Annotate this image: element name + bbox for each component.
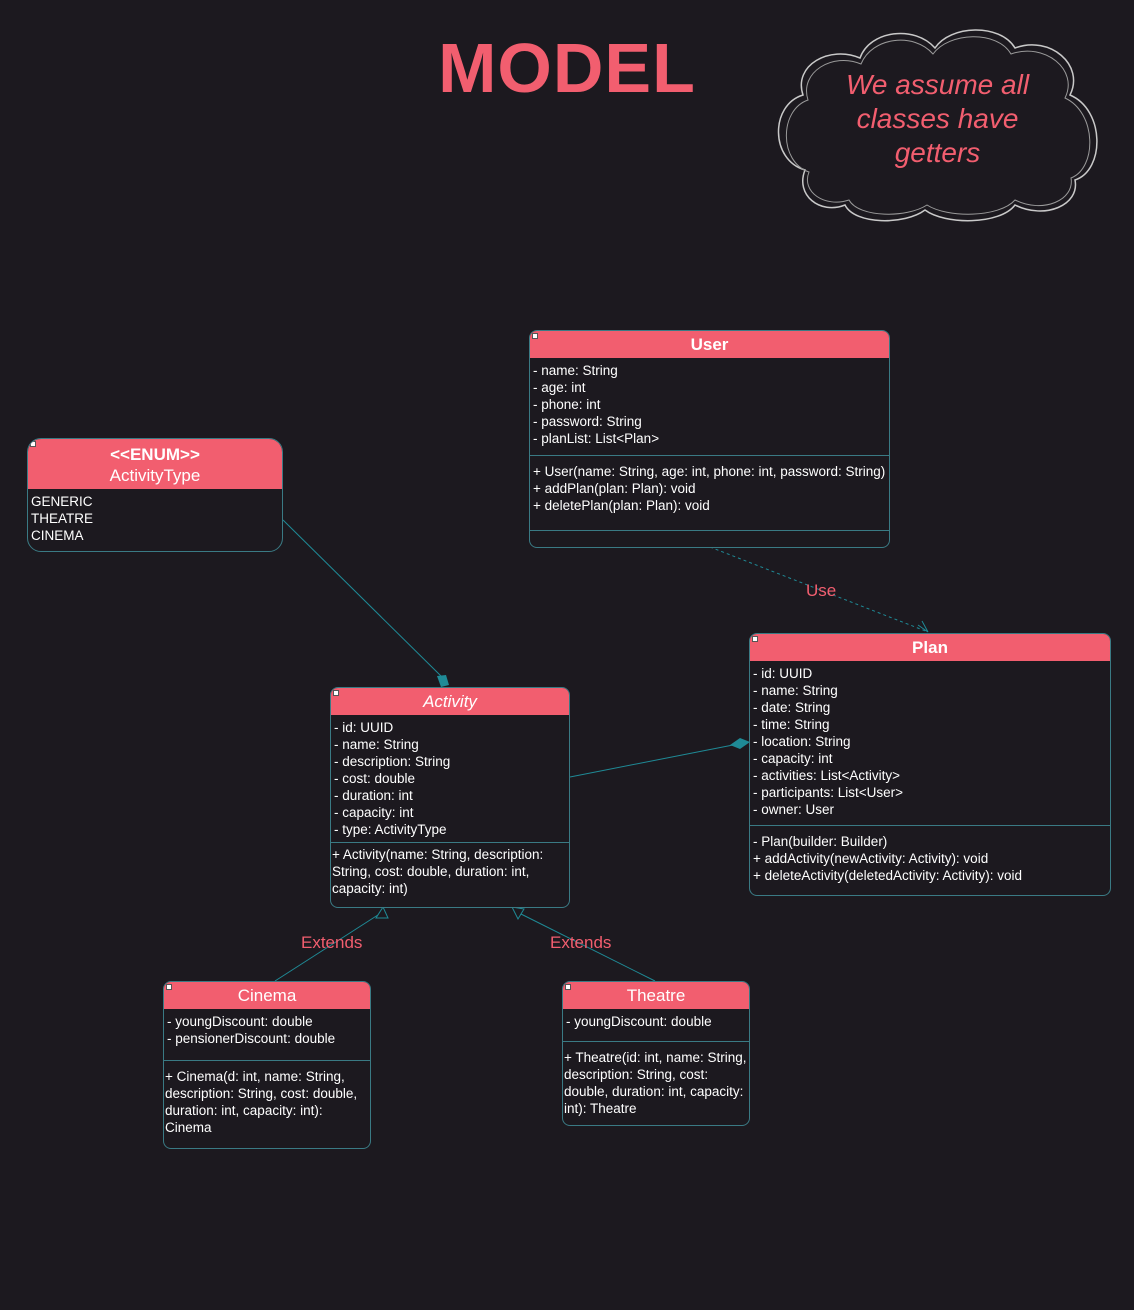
class-methods: + Activity(name: String, description: St… [331,843,569,900]
activitytype-activity-link [282,519,443,678]
class-name: ActivityType [109,466,201,485]
enum-stereotype: <<ENUM>> [110,445,200,464]
class-methods: + User(name: String, age: int, phone: in… [530,456,889,518]
section-divider [530,455,889,456]
class-methods: - Plan(builder: Builder) + addActivity(n… [750,826,1110,888]
enum-value: CINEMA [31,528,84,543]
collapse-icon[interactable] [333,690,339,696]
cinema-extends-triangle [375,905,389,919]
section-divider [164,1060,370,1061]
class-name: Activity [423,692,477,711]
class-methods: + Cinema(d: int, name: String, descripti… [164,1061,370,1139]
theatre-extends-triangle [511,906,525,921]
attribute: - time: String [753,717,830,732]
attribute: - youngDiscount: double [167,1014,313,1029]
note-cloud: We assume all classes have getters [775,20,1105,225]
class-theatre[interactable]: Theatre - youngDiscount: double + Theatr… [562,981,750,1126]
section-divider [530,530,889,531]
theatre-extends-link [518,912,656,982]
attribute: - participants: List<User> [753,785,904,800]
section-divider [750,825,1110,826]
class-activitytype-header: <<ENUM>> ActivityType [28,439,282,489]
class-attributes: - youngDiscount: double - pensionerDisco… [164,1009,370,1060]
class-name: Plan [912,638,948,657]
attribute: - description: String [334,754,451,769]
method: + Theatre(id: int, name: String, descrip… [564,1050,750,1116]
attribute: - location: String [753,734,851,749]
theatre-extends-label: Extends [550,933,612,952]
class-attributes: - id: UUID - name: String - description:… [331,715,569,842]
attribute: - activities: List<Activity> [753,768,901,783]
class-methods: + Theatre(id: int, name: String, descrip… [563,1042,749,1120]
class-user-header: User [530,331,889,358]
activity-plan-diamond [730,738,750,749]
attribute: - date: String [753,700,831,715]
attribute: - owner: User [753,802,835,817]
class-user[interactable]: User - name: String - age: int - phone: … [529,330,890,548]
collapse-icon[interactable] [166,984,172,990]
enum-value: GENERIC [31,494,93,509]
section-divider [563,1041,749,1042]
collapse-icon[interactable] [752,636,758,642]
attribute: - pensionerDiscount: double [167,1031,336,1046]
note-text: We assume all classes have getters [845,69,1030,168]
attribute: - youngDiscount: double [566,1014,712,1029]
attribute: - name: String [753,683,838,698]
method: + addPlan(plan: Plan): void [533,481,696,496]
method: + Activity(name: String, description: St… [332,847,547,896]
user-plan-arrowhead [917,620,929,633]
user-plan-use-link [709,546,929,633]
method: + User(name: String, age: int, phone: in… [533,464,886,479]
attribute: - type: ActivityType [334,822,447,837]
enum-values: GENERIC THEATRE CINEMA [28,489,282,548]
attribute: - id: UUID [334,720,394,735]
attribute: - name: String [533,363,618,378]
enum-value: THEATRE [31,511,94,526]
attribute: - age: int [533,380,586,395]
method: + Cinema(d: int, name: String, descripti… [165,1069,361,1135]
class-plan-header: Plan [750,634,1110,661]
class-attributes: - name: String - age: int - phone: int -… [530,358,889,455]
class-cinema[interactable]: Cinema - youngDiscount: double - pension… [163,981,371,1149]
class-name: Cinema [237,986,297,1005]
activity-plan-link [569,744,734,778]
collapse-icon[interactable] [565,984,571,990]
attribute: - id: UUID [753,666,813,681]
class-theatre-header: Theatre [563,982,749,1009]
class-cinema-header: Cinema [164,982,370,1009]
attribute: - name: String [334,737,419,752]
cinema-extends-label: Extends [301,933,363,952]
cloud-shape [777,29,1098,222]
attribute: - planList: List<Plan> [533,431,660,446]
class-activity[interactable]: Activity - id: UUID - name: String - des… [330,687,570,908]
class-activity-header: Activity [331,688,569,715]
activitytype-activity-diamond [437,675,449,687]
class-attributes: - id: UUID - name: String - date: String… [750,661,1110,825]
section-divider [331,842,569,843]
attribute: - password: String [533,414,642,429]
class-attributes: - youngDiscount: double [563,1009,749,1041]
collapse-icon[interactable] [532,333,538,339]
use-label: Use [806,581,837,600]
method: + deletePlan(plan: Plan): void [533,498,710,513]
method: - Plan(builder: Builder) [753,834,888,849]
method: + addActivity(newActivity: Activity): vo… [753,851,989,866]
attribute: - cost: double [334,771,416,786]
class-name: Theatre [626,986,686,1005]
method: + deleteActivity(deletedActivity: Activi… [753,868,1022,883]
class-plan[interactable]: Plan - id: UUID - name: String - date: S… [749,633,1111,896]
class-name: User [690,335,729,354]
diagram-title: MODEL [438,29,696,107]
cinema-extends-link [274,912,382,982]
attribute: - phone: int [533,397,601,412]
collapse-icon[interactable] [30,441,36,447]
class-activitytype[interactable]: <<ENUM>> ActivityType GENERIC THEATRE CI… [27,438,283,552]
attribute: - capacity: int [334,805,414,820]
attribute: - capacity: int [753,751,833,766]
attribute: - duration: int [334,788,413,803]
